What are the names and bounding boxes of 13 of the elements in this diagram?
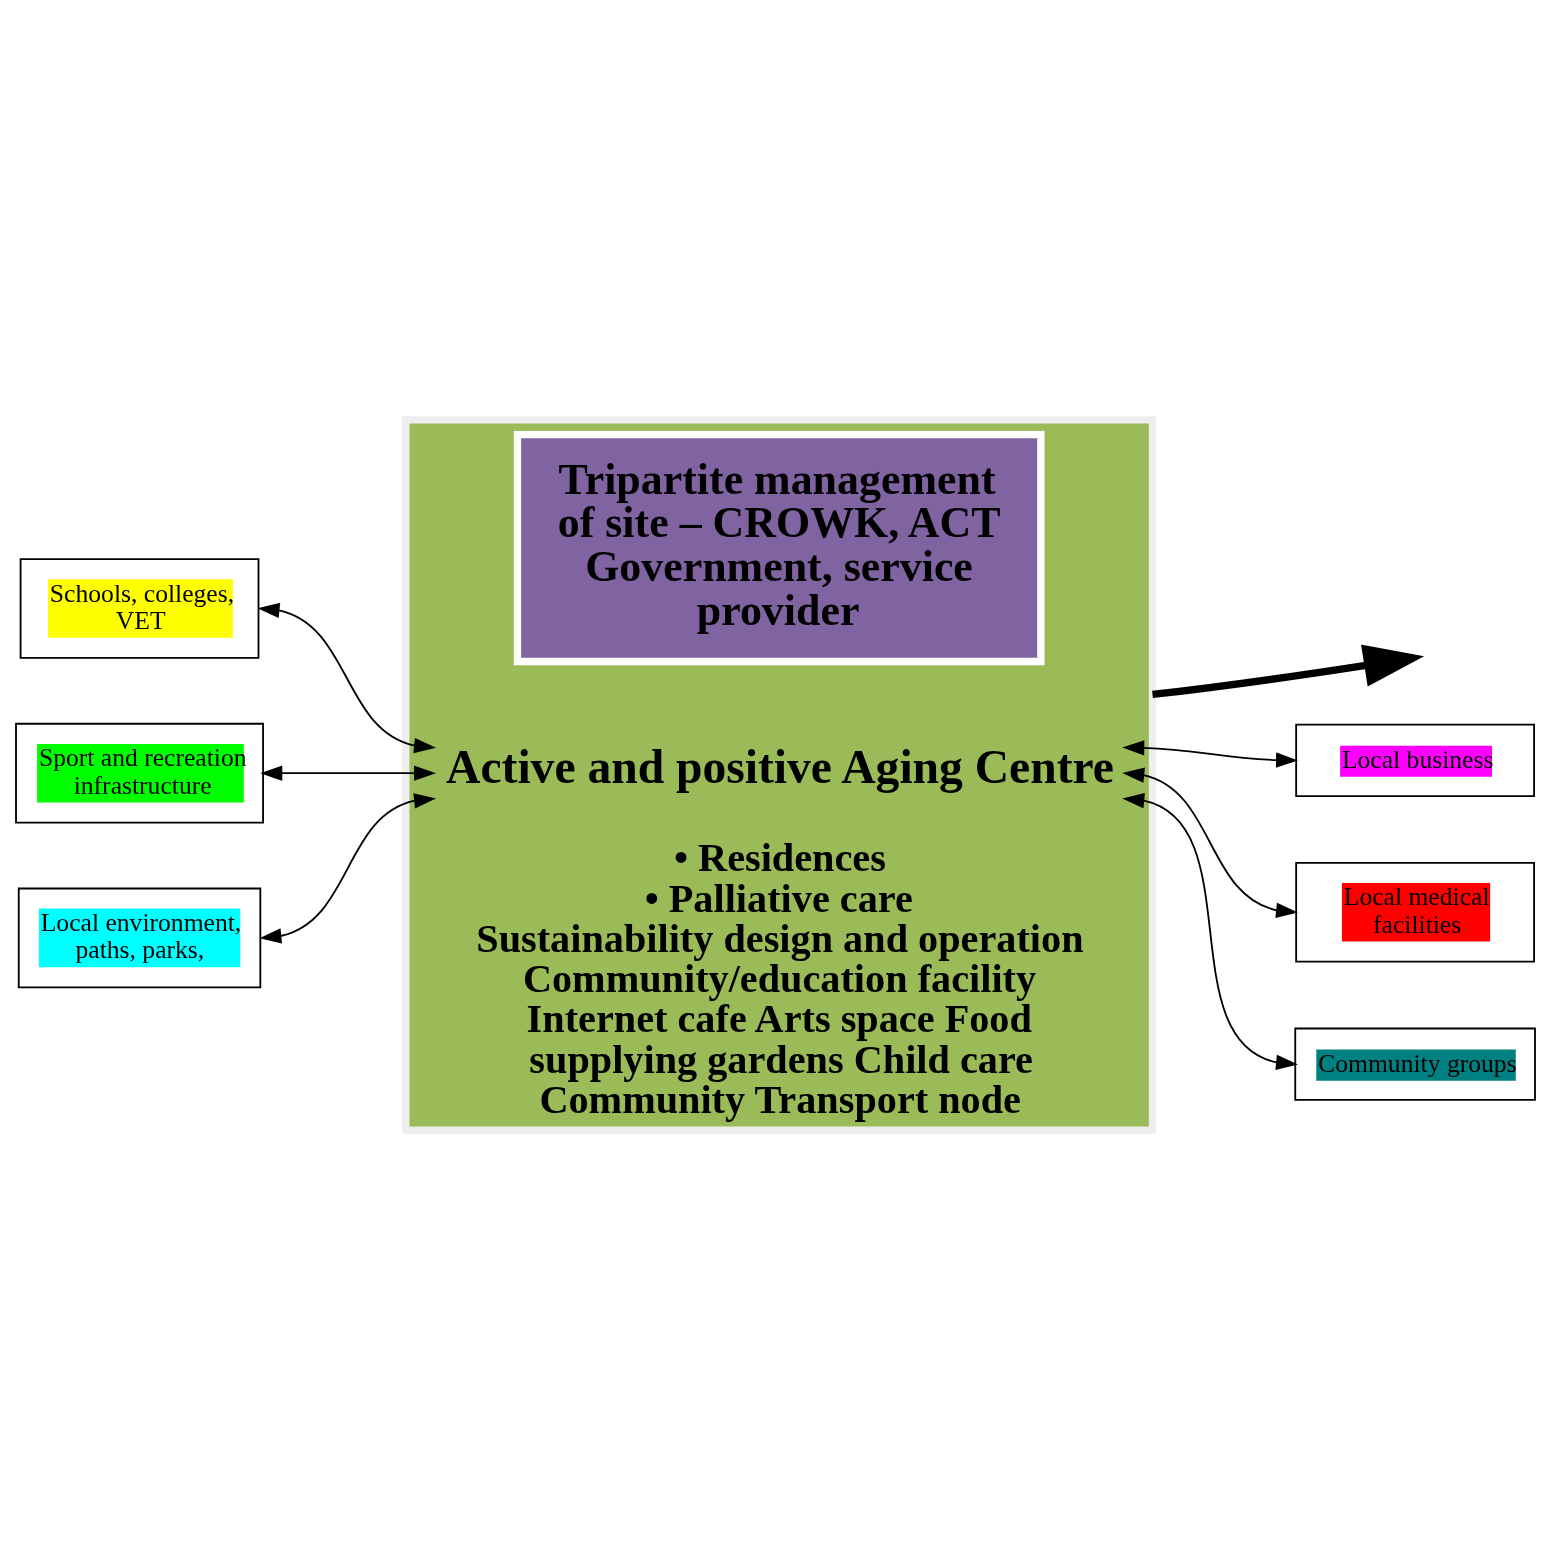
node-text: Active and positive Aging Centre [446,740,1114,793]
arrow [1122,766,1298,918]
arrow [260,764,437,781]
node-box: Local medical facilities [1295,861,1535,963]
node-box: Schools, colleges, VET [19,557,260,659]
node-box: Local environment, paths, parks, [17,887,262,988]
arrow [1122,739,1298,768]
arrow [1152,644,1425,698]
node-box: Community groups [1294,1027,1536,1101]
arrow [259,792,437,944]
arrow [257,602,437,753]
arrow [1122,792,1298,1070]
node-box: Tripartite management of site – CROWK, ACT Government, service provider [513,430,1045,665]
